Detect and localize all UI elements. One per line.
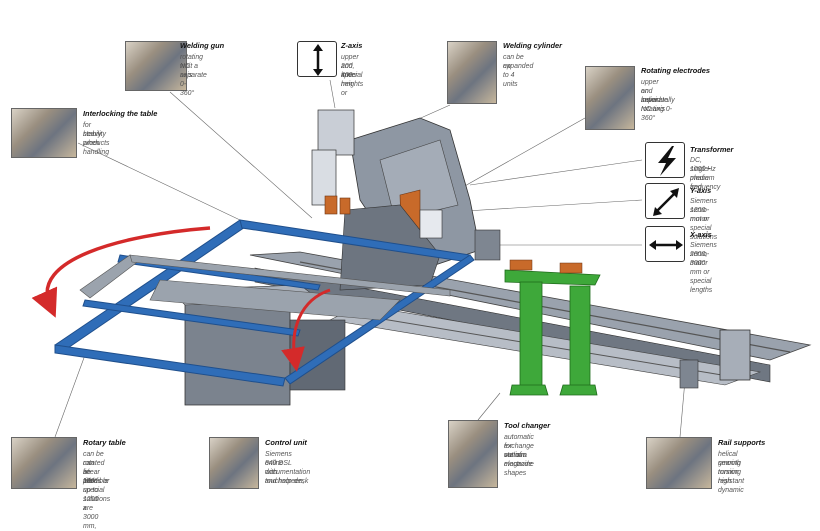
welding-cylinder-line-2: up to 4 units bbox=[503, 63, 518, 88]
welding-gun-title: Welding gun bbox=[180, 41, 225, 50]
rotating-electrodes-line-2: on separate NC axis bbox=[641, 88, 668, 113]
rotary-table-frame-grey bbox=[79, 254, 451, 321]
welding-gun-line-2: NC axis 0-360° bbox=[180, 63, 195, 97]
interlocking-table-title: Interlocking the table bbox=[83, 109, 158, 118]
x-axis-title: X-axis bbox=[690, 230, 712, 239]
interlocking-table-line-1: for stability when handling bbox=[83, 122, 110, 156]
x-axis-icon bbox=[645, 226, 685, 262]
z-axis-line-3: special heights bbox=[341, 72, 364, 88]
z-axis-line-2: 200, 400 mm or bbox=[341, 63, 355, 97]
tool-changer-electrodes bbox=[509, 259, 583, 274]
y-axis-title: Y-axis bbox=[690, 186, 712, 195]
c-frame bbox=[339, 117, 501, 291]
interlocking-table-photo bbox=[11, 108, 77, 158]
rail-supports-line-1: helical gearing bbox=[718, 451, 741, 467]
z-axis-title: Z-axis bbox=[341, 41, 363, 50]
welding-cylinder-title: Welding cylinder bbox=[503, 41, 562, 50]
y-axis-line-1: Siemens servo-motor bbox=[690, 198, 717, 223]
rotation-arrow-right bbox=[281, 288, 331, 372]
y-axis-line-2: 1200 mm or special solutions bbox=[690, 207, 718, 241]
transformer-title: Transformer bbox=[690, 145, 734, 154]
tool-changer-title: Tool changer bbox=[504, 421, 551, 430]
control-unit-photo bbox=[209, 437, 259, 489]
z-axis-icon bbox=[297, 41, 337, 77]
welding-head bbox=[311, 109, 443, 239]
rotary-table-line-4: possible bbox=[83, 478, 109, 485]
control-unit-line-2: online documentation and help-desk bbox=[265, 460, 311, 485]
tool-changer-line-2: for various electrode shapes bbox=[504, 443, 533, 477]
rotating-electrodes-photo bbox=[585, 66, 635, 130]
rotating-electrodes-line-3: individually rotating 0-360° bbox=[641, 97, 675, 122]
welding-cylinder-line-1: can be expanded bbox=[503, 54, 534, 70]
transformer-line-1: DC, single-phase and bbox=[690, 157, 711, 191]
machine-illustration bbox=[31, 79, 812, 438]
rotating-electrodes-title: Rotating electrodes bbox=[641, 66, 710, 75]
welding-cylinder-photo bbox=[447, 41, 497, 104]
tool-changer-line-1: automatic exchange station bbox=[504, 434, 534, 459]
rotary-table-line-3: linear tables or special solutions are bbox=[83, 469, 111, 512]
rail-supports-line-2: smooth running bbox=[718, 460, 741, 476]
x-axis-line-1: Siemens servo-motor bbox=[690, 242, 717, 267]
control-unit-line-1: Siemens 840 DSL with touchscreen, bbox=[265, 451, 305, 485]
rail-supports-photo bbox=[646, 437, 712, 489]
rotating-electrodes-line-1: upper and lower bbox=[641, 79, 659, 104]
leader-lines bbox=[54, 79, 686, 438]
transformer-line-2: 1000 Hz medium frequency bbox=[690, 166, 721, 191]
rotary-table-photo bbox=[11, 437, 77, 489]
welding-gun-line-1: rotating whit a separate bbox=[180, 54, 207, 79]
lightning-icon bbox=[645, 142, 685, 178]
x-axis-line-2: 2000, 3000 mm or special lengths bbox=[690, 251, 713, 294]
y-axis-icon bbox=[645, 183, 685, 219]
rotation-arrow-left bbox=[31, 226, 211, 318]
rotary-table-title: Rotary table bbox=[83, 438, 126, 447]
rail-supports-title: Rail supports bbox=[718, 438, 766, 447]
rotary-table-line-1: can be rotated +/- 180° bbox=[83, 451, 105, 485]
welding-gun-photo bbox=[125, 41, 187, 91]
tool-changer-stand bbox=[504, 269, 601, 396]
interlocking-table-line-2: heavy products bbox=[83, 131, 110, 147]
rail-supports-line-4: high dynamic bbox=[718, 478, 744, 494]
tool-changer-line-3: out of a magazine bbox=[504, 452, 534, 468]
tool-changer-photo bbox=[448, 420, 498, 488]
rail-supports-line-3: torsion resistant bbox=[718, 469, 745, 485]
control-unit-title: Control unit bbox=[265, 438, 307, 447]
z-axis-line-1: upper and lower bbox=[341, 54, 359, 79]
